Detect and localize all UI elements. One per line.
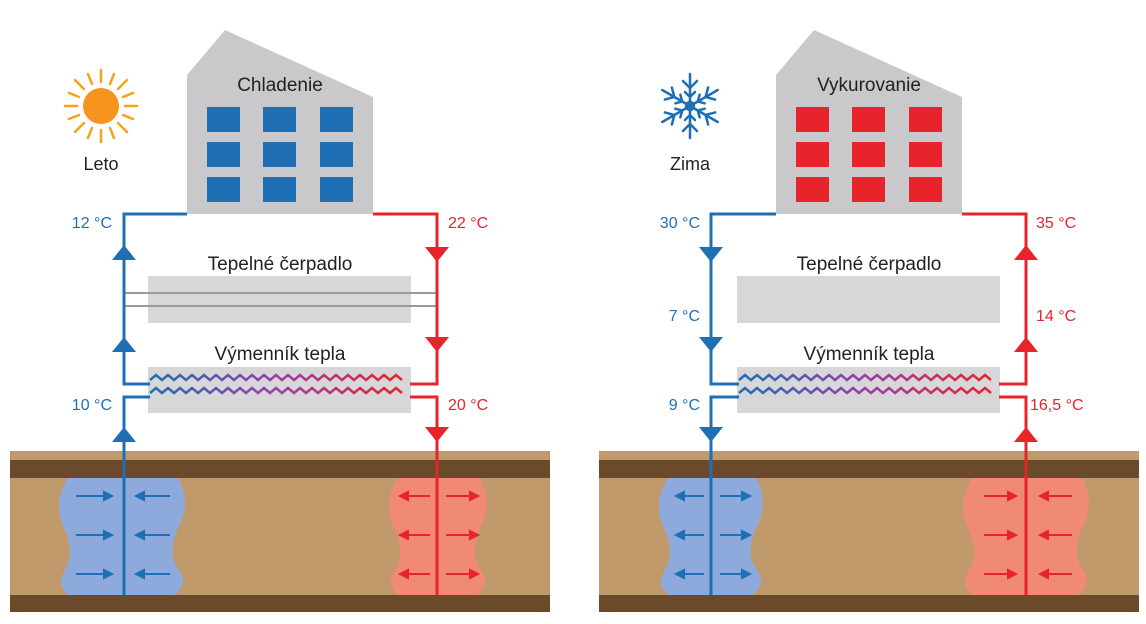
summer-exchanger-label: Výmenník tepla (215, 344, 346, 365)
winter-pipe-arrows (699, 245, 1038, 442)
winter-temp-mid-right: 14 °C (1036, 308, 1076, 325)
summer-cold-water-zone (58, 478, 185, 595)
winter-pipes (709, 212, 1028, 595)
winter-season-label: Zima (670, 154, 711, 174)
winter-building-label: Vykurovanie (817, 75, 921, 96)
winter-temp-bottom-left: 9 °C (669, 397, 700, 414)
summer-cold-ground-arrows (76, 490, 170, 580)
summer-building (187, 30, 373, 214)
winter-pump-label: Tepelné čerpadlo (797, 254, 942, 275)
summer-pump-lines (124, 292, 437, 307)
winter-temp-top-right: 35 °C (1036, 215, 1076, 232)
winter-panel: Zima Vykurovanie Tepelné čerpadlo Výmenn… (599, 30, 1139, 612)
winter-exchanger-label: Výmenník tepla (804, 344, 935, 365)
winter-temp-top-left: 30 °C (660, 215, 700, 232)
summer-heat-pump-box (148, 276, 411, 323)
summer-temp-top-left: 12 °C (72, 215, 112, 232)
summer-temp-top-right: 22 °C (448, 215, 488, 232)
snowflake-icon (661, 72, 719, 140)
summer-season-label: Leto (83, 154, 118, 174)
winter-windows (796, 107, 942, 202)
summer-pump-label: Tepelné čerpadlo (208, 254, 353, 275)
summer-windows (207, 107, 353, 202)
winter-temp-mid-left: 7 °C (669, 308, 700, 325)
winter-temp-bottom-right: 16,5 °C (1030, 397, 1084, 414)
summer-warm-ground-arrows (397, 490, 481, 580)
winter-pump-lines (711, 291, 1026, 308)
winter-cold-ground-arrows (673, 490, 753, 580)
summer-pipes (122, 212, 439, 595)
winter-building (776, 30, 962, 214)
summer-panel: Leto Chladenie Tepelné čerpadlo Výmenník… (10, 30, 550, 612)
summer-pipe-arrows (112, 245, 449, 442)
summer-temp-bottom-left: 10 °C (72, 397, 112, 414)
summer-temp-bottom-right: 20 °C (448, 397, 488, 414)
winter-warm-ground-arrows (984, 490, 1072, 580)
winter-heat-pump-box (737, 276, 1000, 323)
summer-building-label: Chladenie (237, 75, 323, 96)
sun-icon (63, 68, 139, 144)
